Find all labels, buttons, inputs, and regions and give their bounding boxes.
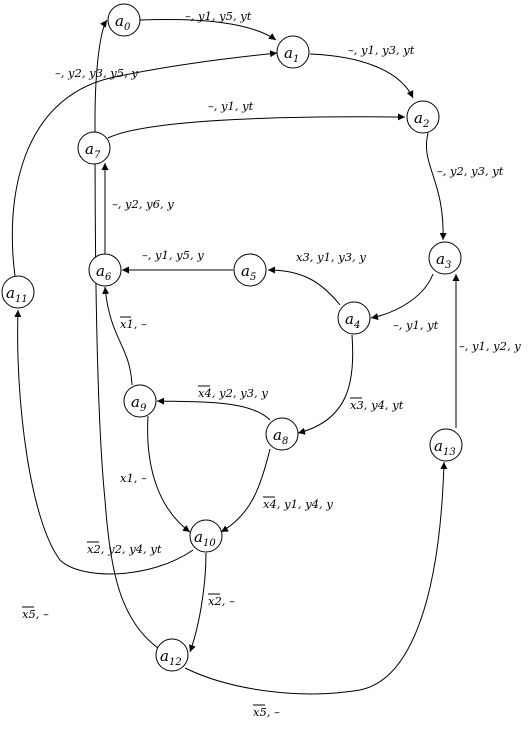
edge-label-a1-a2: –, y1, y3, yt <box>348 43 415 57</box>
edge-a9-a6 <box>102 286 133 386</box>
edge-labels: –, y1, y5, yt –, y1, y3, yt –, y2, y3, y… <box>22 9 521 719</box>
edge-a7-a2 <box>107 113 406 139</box>
svg-text:a0: a0 <box>115 12 131 33</box>
svg-text:a10: a10 <box>194 528 216 549</box>
edge-label-a7-a2: –, y1, yt <box>208 99 254 113</box>
edge-a8-a10 <box>220 448 271 533</box>
edge-a12-a13 <box>184 461 448 695</box>
edge-label-a4-a8: x3, y4, yt <box>350 398 404 412</box>
node-a2: a2 <box>406 100 440 134</box>
edge-a3-a4 <box>370 273 434 321</box>
edge-a10-a12 <box>189 552 207 653</box>
svg-text:a11: a11 <box>6 284 28 305</box>
node-a3: a3 <box>428 241 462 275</box>
edge-a9-a10 <box>147 415 191 533</box>
edge-a8-a9 <box>156 397 271 421</box>
edge-label-a10-a11: x2, y2, y4, yt <box>87 542 162 556</box>
svg-text:a4: a4 <box>345 310 360 331</box>
svg-text:a5: a5 <box>241 262 256 283</box>
node-a10: a10 <box>189 519 223 553</box>
edge-label-a12-a13: x5, – <box>253 705 280 719</box>
node-a13: a13 <box>429 428 463 462</box>
node-a8: a8 <box>265 417 299 451</box>
edge-label-a3-a4: –, y1, yt <box>393 318 439 332</box>
node-a11: a11 <box>1 275 35 309</box>
edge-a4-a8 <box>297 334 354 435</box>
edge-label-a2-a3: –, y2, y3, yt <box>437 164 504 178</box>
negation-overbars <box>22 316 362 706</box>
svg-text:a1: a1 <box>284 44 299 65</box>
edge-a10-a11 <box>14 309 194 575</box>
edge-a12-a0 <box>94 19 159 649</box>
node-a4: a4 <box>337 301 371 335</box>
edge-label-a4-a5: x3, y1, y3, y <box>296 250 366 264</box>
edge-label-a12-a0: x5, – <box>22 607 49 621</box>
svg-text:a3: a3 <box>436 250 451 271</box>
node-a5: a5 <box>233 253 267 287</box>
edge-a2-a3 <box>425 132 447 241</box>
svg-text:a2: a2 <box>414 109 429 130</box>
svg-text:a8: a8 <box>273 426 288 447</box>
svg-text:a12: a12 <box>160 647 182 668</box>
edge-label-a8-a10: x4, y1, y4, y <box>263 497 333 511</box>
edge-label-a9-a10: x1, – <box>120 471 147 485</box>
node-a7: a7 <box>77 131 111 165</box>
node-a0: a0 <box>107 3 141 37</box>
node-a12: a12 <box>155 638 189 672</box>
svg-text:a13: a13 <box>434 437 456 458</box>
edge-label-a9-a6: x1, – <box>120 317 147 331</box>
edge-label-a0-a1: –, y1, y5, yt <box>185 9 252 23</box>
edge-a1-a2 <box>309 53 414 99</box>
edge-label-a13-a3: –, y1, y2, y <box>459 339 521 353</box>
edge-label-a10-a12: x2, – <box>208 594 235 608</box>
edge-label-a11-a1: –, y2, y3, y5, y <box>55 66 138 80</box>
node-a1: a1 <box>276 35 310 69</box>
svg-text:a7: a7 <box>85 140 101 161</box>
edge-a11-a1 <box>11 50 278 277</box>
edge-label-a5-a6: –, y1, y5, y <box>142 248 204 262</box>
edges <box>11 19 460 695</box>
node-a6: a6 <box>88 253 122 287</box>
svg-text:a6: a6 <box>96 262 112 283</box>
edge-a4-a5 <box>267 266 341 306</box>
edge-label-a8-a9: x4, y2, y3, y <box>198 386 268 400</box>
edge-label-a6-a7: –, y2, y6, y <box>112 197 174 211</box>
nodes: a0 a1 a2 a3 a4 a5 a6 a7 <box>1 3 463 672</box>
node-a9: a9 <box>123 384 157 418</box>
svg-text:a9: a9 <box>131 393 147 414</box>
edge-a0-a1 <box>139 19 277 41</box>
